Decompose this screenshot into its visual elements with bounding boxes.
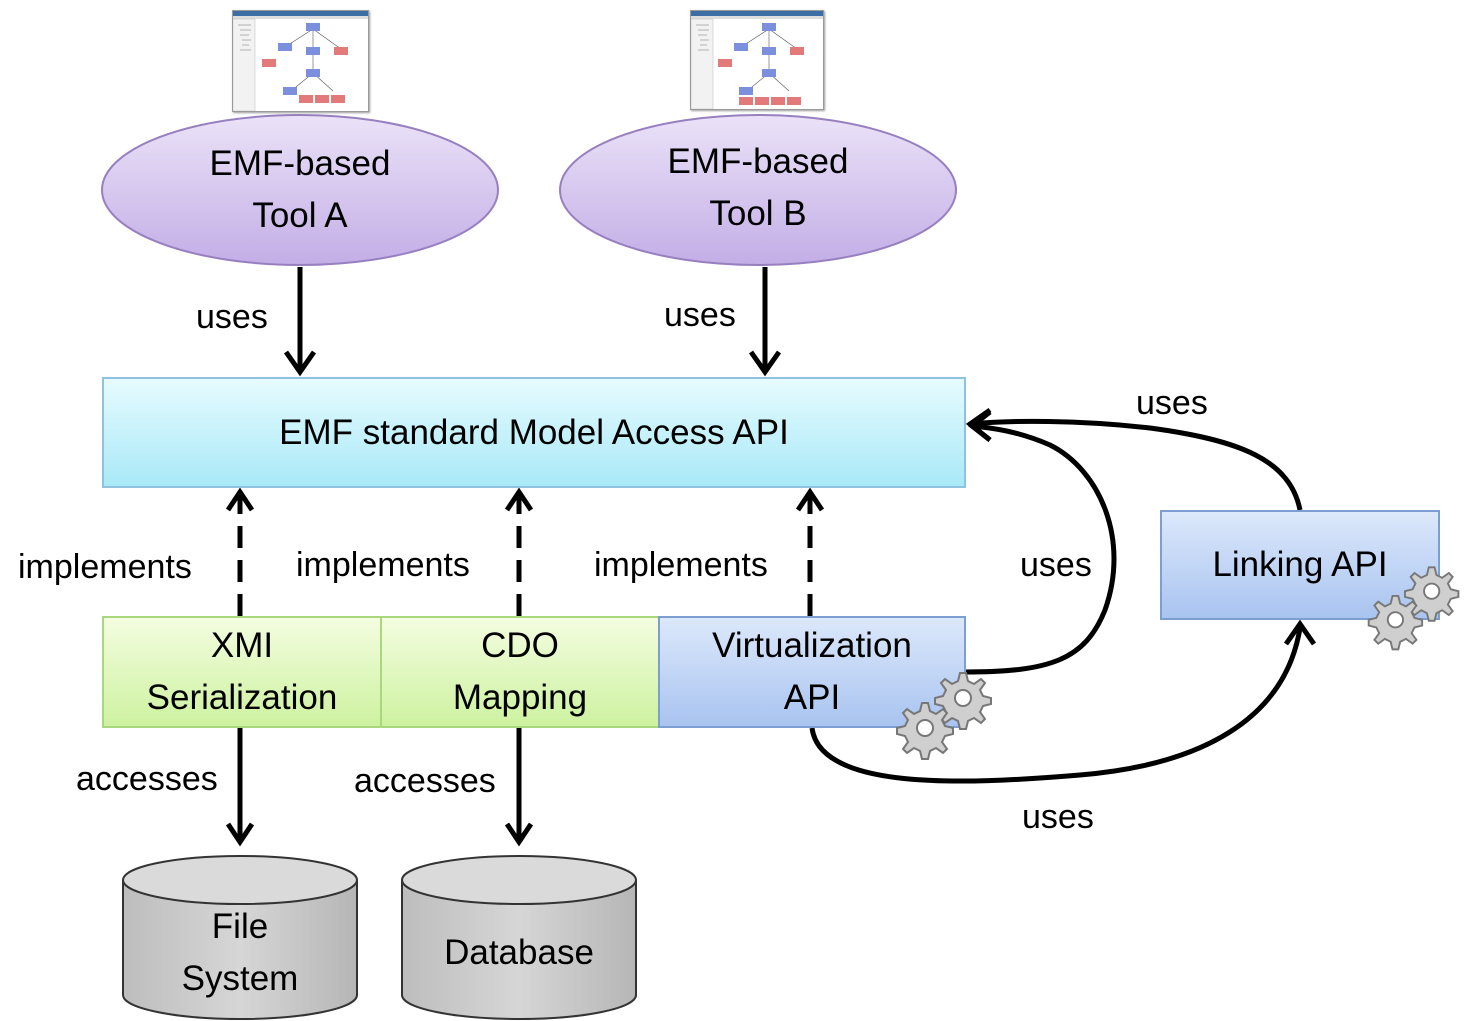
linking-api-label: Linking API <box>1212 545 1388 584</box>
tool-b-label-line2: Tool B <box>709 194 807 233</box>
xmi-label-line1: XMI <box>210 626 274 665</box>
edge-label-uses-virt-to-linking: uses <box>1022 798 1094 836</box>
uses-arrow-linking-to-api <box>965 407 1303 511</box>
file-system-label-line2: System <box>181 958 299 998</box>
accesses-arrow-db <box>504 728 534 847</box>
tool-b-ellipse <box>559 114 957 266</box>
tool-b-screenshot-icon <box>690 10 824 110</box>
edge-label-implements-cdo: implements <box>296 546 470 584</box>
edge-label-uses-linking-to-api: uses <box>1136 384 1208 422</box>
edge-label-uses-tool-b: uses <box>664 296 736 334</box>
gears-icon-virtualization <box>896 672 992 760</box>
virt-label-line2: API <box>783 678 841 717</box>
edge-label-accesses-db: accesses <box>354 762 496 800</box>
tool-b-node: EMF-based Tool B <box>560 133 956 243</box>
tool-a-node: EMF-based Tool A <box>102 135 498 245</box>
cdo-label-line2: Mapping <box>452 678 588 717</box>
model-access-api-label: EMF standard Model Access API <box>279 412 789 452</box>
tool-a-label-line1: EMF-based <box>209 144 391 183</box>
virtualization-api-box: Virtualization API <box>658 616 966 728</box>
gears-icon-linking <box>1367 566 1460 651</box>
database-cylinder <box>401 855 637 1020</box>
tool-a-label-line2: Tool A <box>252 196 348 235</box>
accesses-arrow-file <box>225 728 255 847</box>
uses-arrow-tool-a <box>283 267 317 377</box>
xmi-serialization-box: XMI Serialization <box>102 616 382 728</box>
file-system-node: File System <box>123 900 357 1005</box>
linking-api-box: Linking API <box>1160 510 1440 620</box>
database-node: Database <box>402 900 636 1005</box>
tool-a-ellipse <box>101 114 499 266</box>
tool-b-label-line1: EMF-based <box>667 142 849 181</box>
cdo-label-line1: CDO <box>481 626 559 665</box>
edge-label-implements-xmi: implements <box>18 548 192 586</box>
edge-label-uses-tool-a: uses <box>196 298 268 336</box>
uses-arrow-tool-b <box>748 267 782 377</box>
edge-label-uses-virt-to-api: uses <box>1020 546 1092 584</box>
cdo-mapping-box: CDO Mapping <box>380 616 660 728</box>
implements-arrow-virt <box>795 487 825 616</box>
database-label: Database <box>444 932 594 972</box>
tool-a-screenshot-icon <box>232 10 369 112</box>
implements-arrow-xmi <box>225 487 255 616</box>
uses-arrow-virt-to-linking <box>809 619 1317 784</box>
file-system-cylinder <box>122 855 358 1020</box>
edge-label-accesses-file: accesses <box>76 760 218 798</box>
uses-arrow-virt-to-api <box>964 410 1117 675</box>
model-access-api-box: EMF standard Model Access API <box>102 377 966 488</box>
implements-arrow-cdo <box>504 487 534 616</box>
file-system-label-line1: File <box>211 906 269 946</box>
xmi-label-line2: Serialization <box>146 678 338 717</box>
edge-label-implements-virt: implements <box>594 546 768 584</box>
virt-label-line1: Virtualization <box>712 626 912 665</box>
